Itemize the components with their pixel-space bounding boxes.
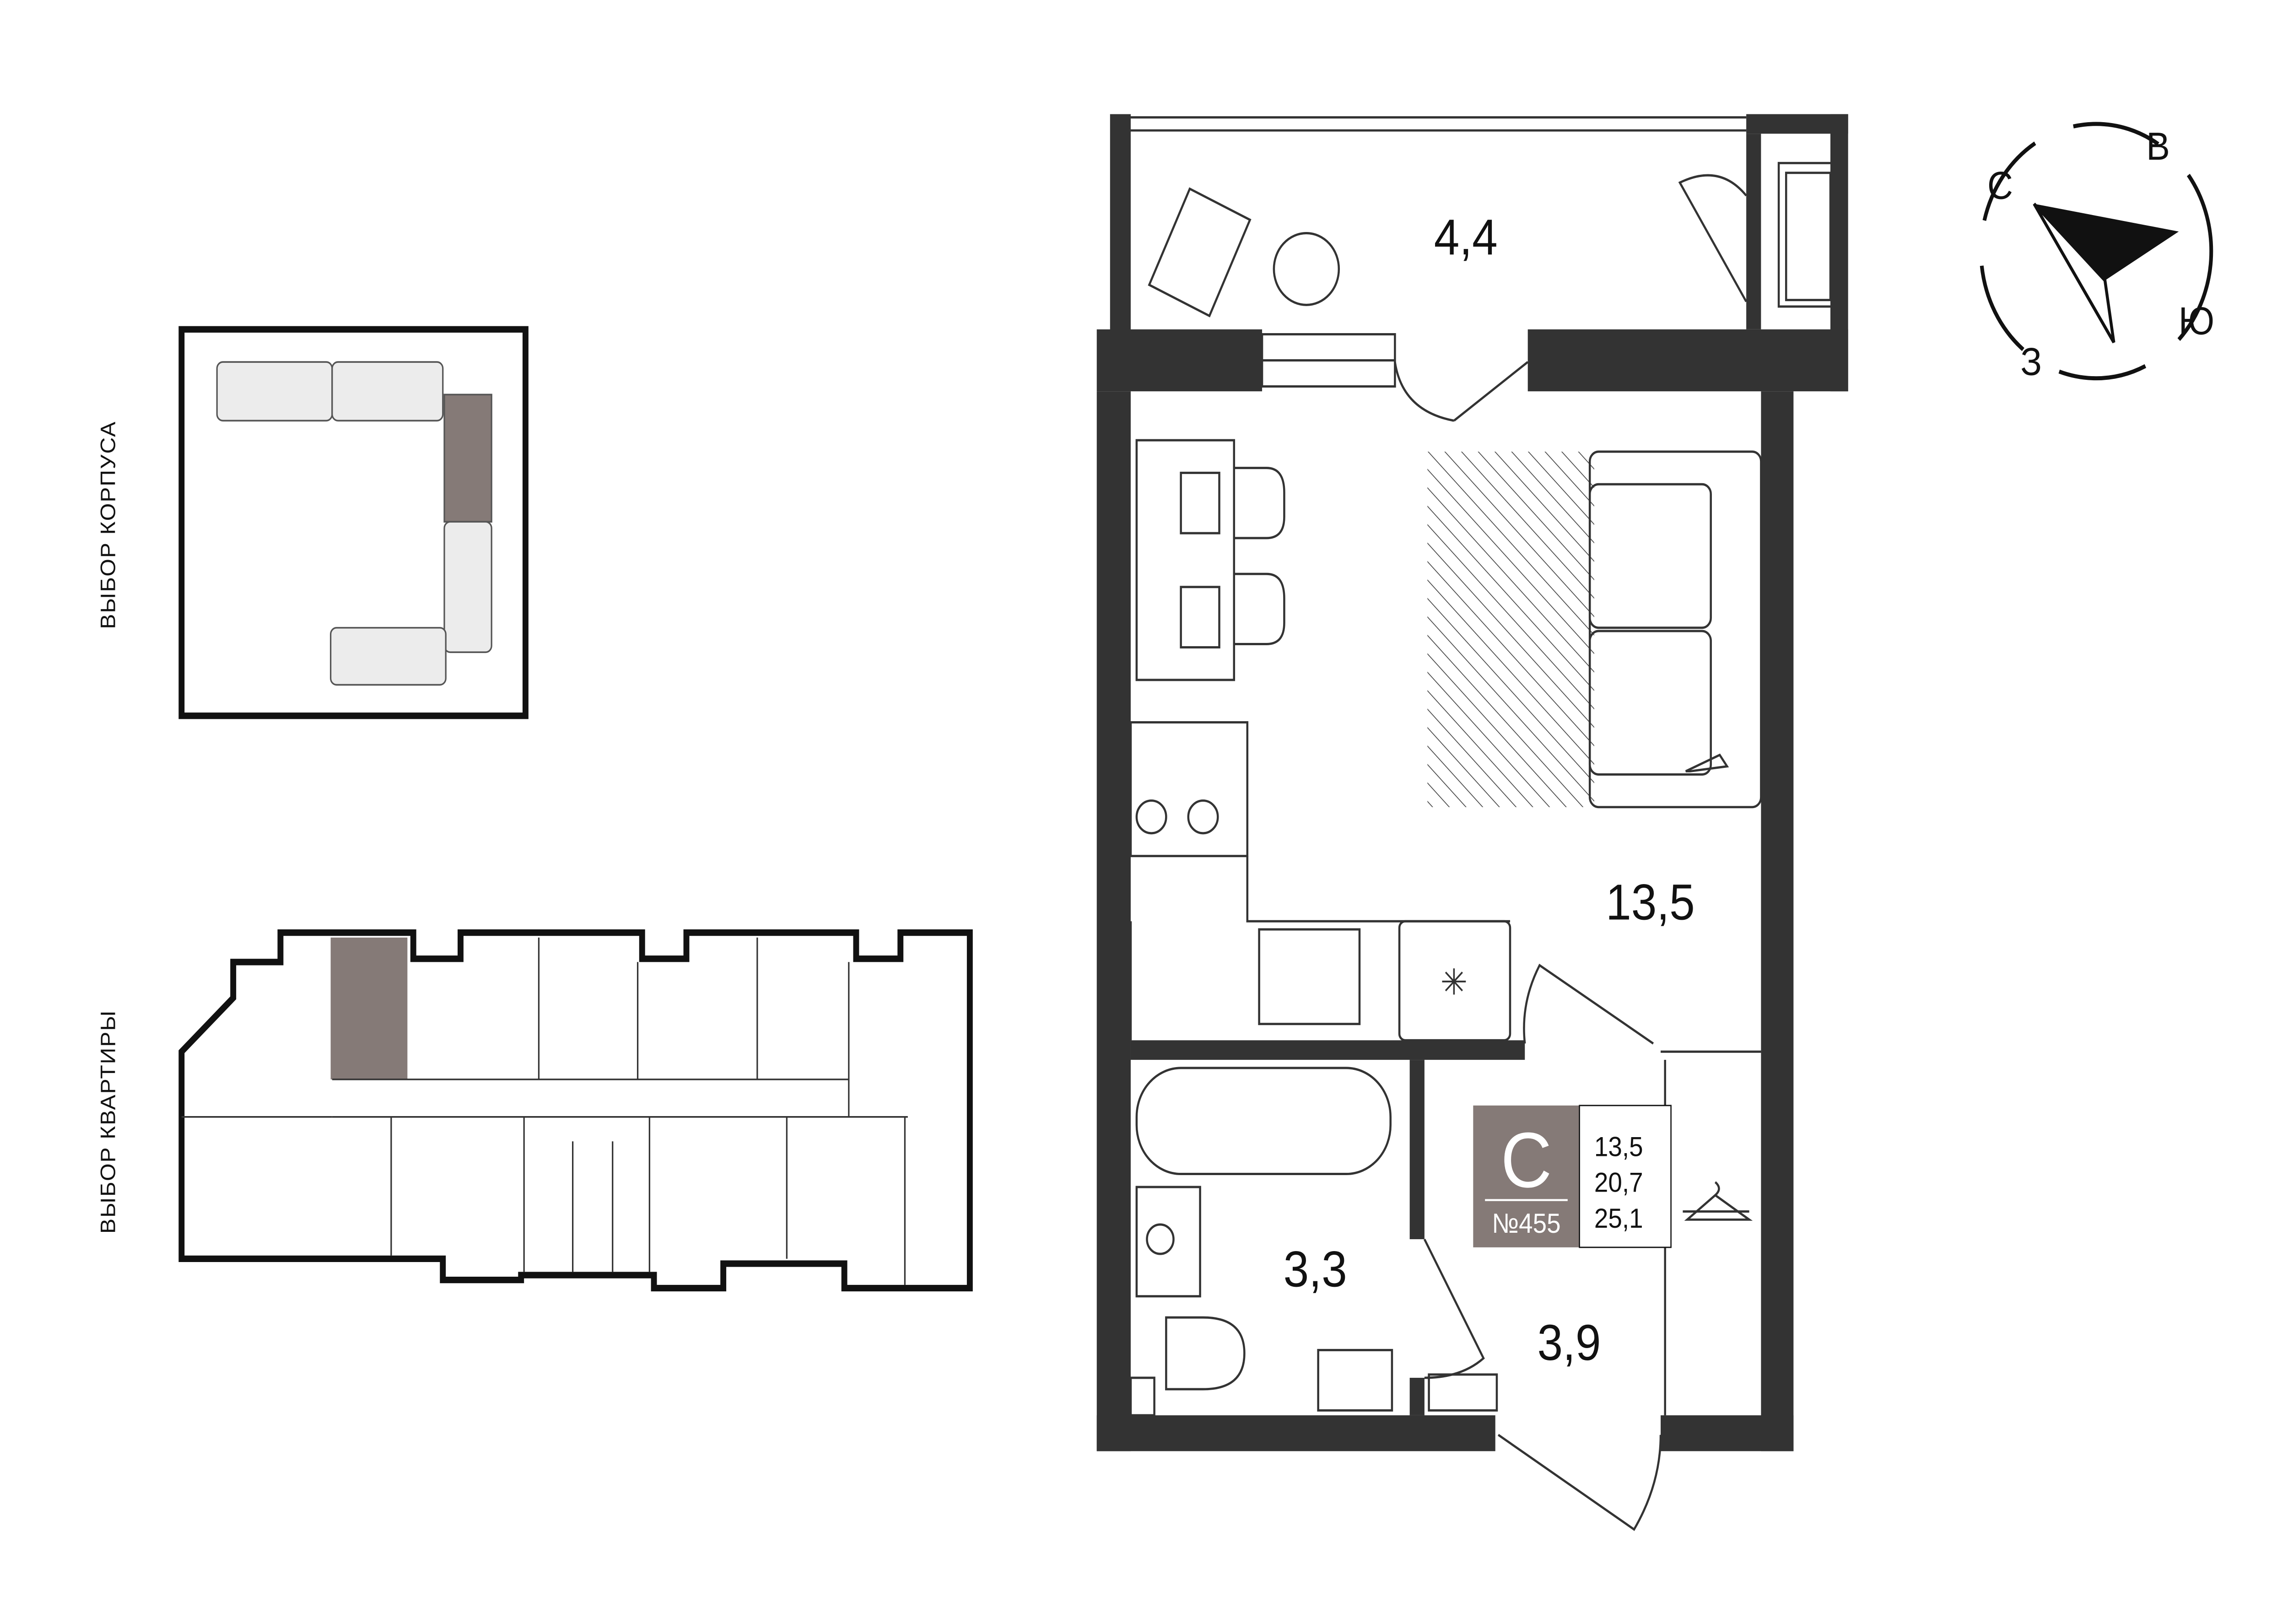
apartment-badge: С №455 13,5 20,7 25,1 — [1473, 1105, 1672, 1248]
compass-icon: С В Ю З — [1979, 122, 2214, 383]
svg-text:✳: ✳ — [1441, 962, 1468, 1002]
apartment-selector[interactable]: ВЫБОР КВАРТИРЫ — [97, 929, 973, 1292]
apartment-number: №455 — [1492, 1208, 1560, 1239]
apartment-selector-label: ВЫБОР КВАРТИРЫ — [97, 1010, 120, 1234]
building-section[interactable] — [216, 361, 333, 422]
compass-north: С — [1987, 164, 2013, 207]
building-section[interactable] — [329, 627, 447, 686]
room-area-balcony: 4,4 — [1434, 209, 1498, 265]
total-area: 20,7 — [1594, 1167, 1643, 1198]
room-area-bathroom: 3,3 — [1284, 1241, 1347, 1298]
building-section[interactable] — [443, 521, 492, 653]
living-area: 13,5 — [1594, 1132, 1643, 1162]
compass-south: Ю — [2179, 299, 2214, 343]
apartment-plan: ✳ 4,4 13,5 3,3 3,9 — [1096, 114, 1848, 1531]
room-area-living: 13,5 — [1606, 874, 1695, 931]
compass-east: В — [2146, 125, 2170, 168]
apartment-type: С — [1501, 1116, 1552, 1204]
room-area-hall: 3,9 — [1538, 1315, 1601, 1371]
building-selector-label: ВЫБОР КОРПУСА — [97, 421, 120, 629]
hanger-icon — [1684, 1181, 1753, 1221]
area-with-balcony: 25,1 — [1594, 1203, 1643, 1234]
building-selector[interactable]: ВЫБОР КОРПУСА — [97, 326, 529, 719]
compass-west: З — [2020, 340, 2042, 383]
apartment-selected[interactable] — [330, 937, 408, 1079]
building-section[interactable] — [331, 361, 444, 422]
building-section-selected[interactable] — [443, 394, 492, 523]
